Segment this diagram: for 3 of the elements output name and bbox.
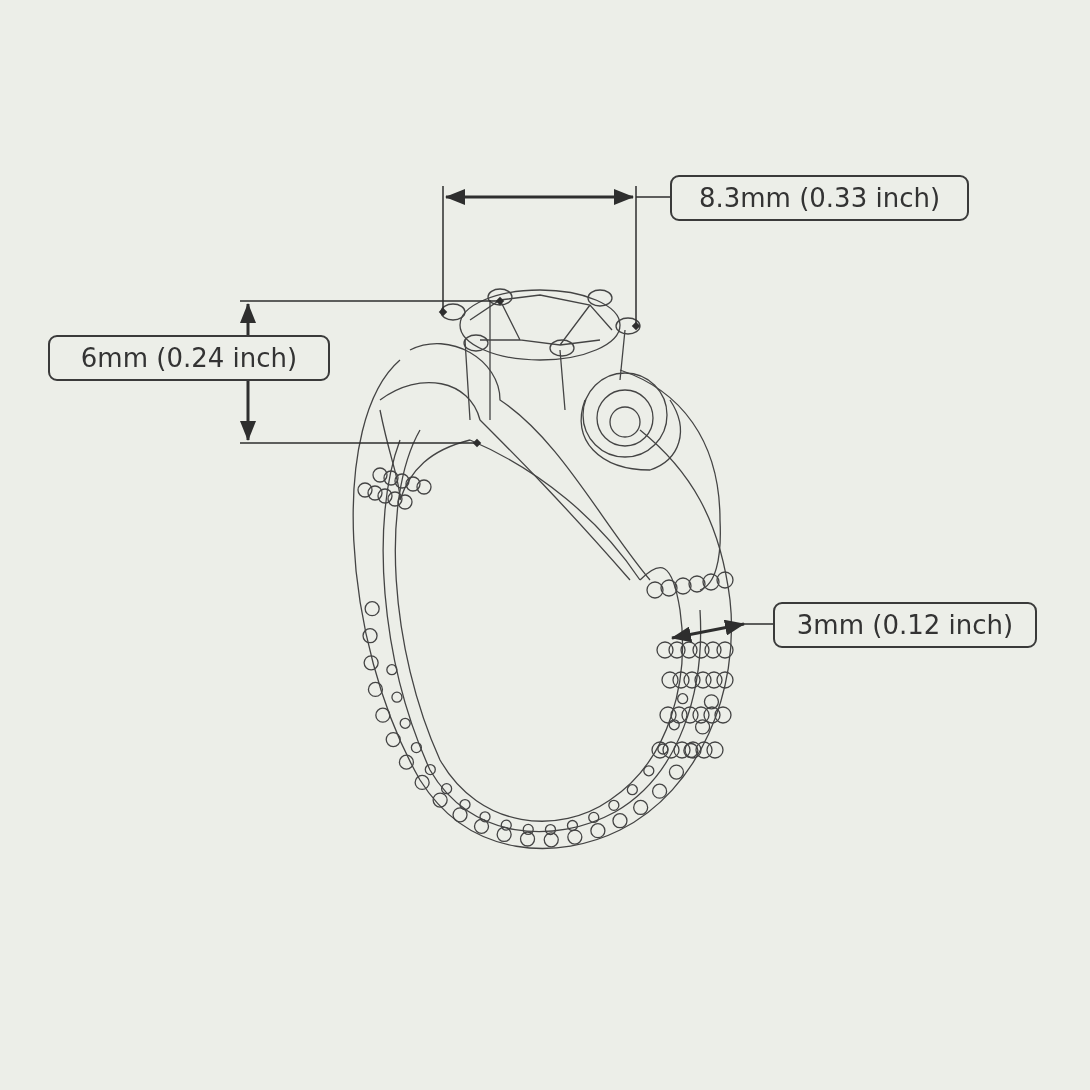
dimension-label: 3mm (0.12 inch) — [773, 602, 1037, 648]
dimension-label: 8.3mm (0.33 inch) — [670, 175, 969, 221]
dimension-label: 6mm (0.24 inch) — [48, 335, 330, 381]
